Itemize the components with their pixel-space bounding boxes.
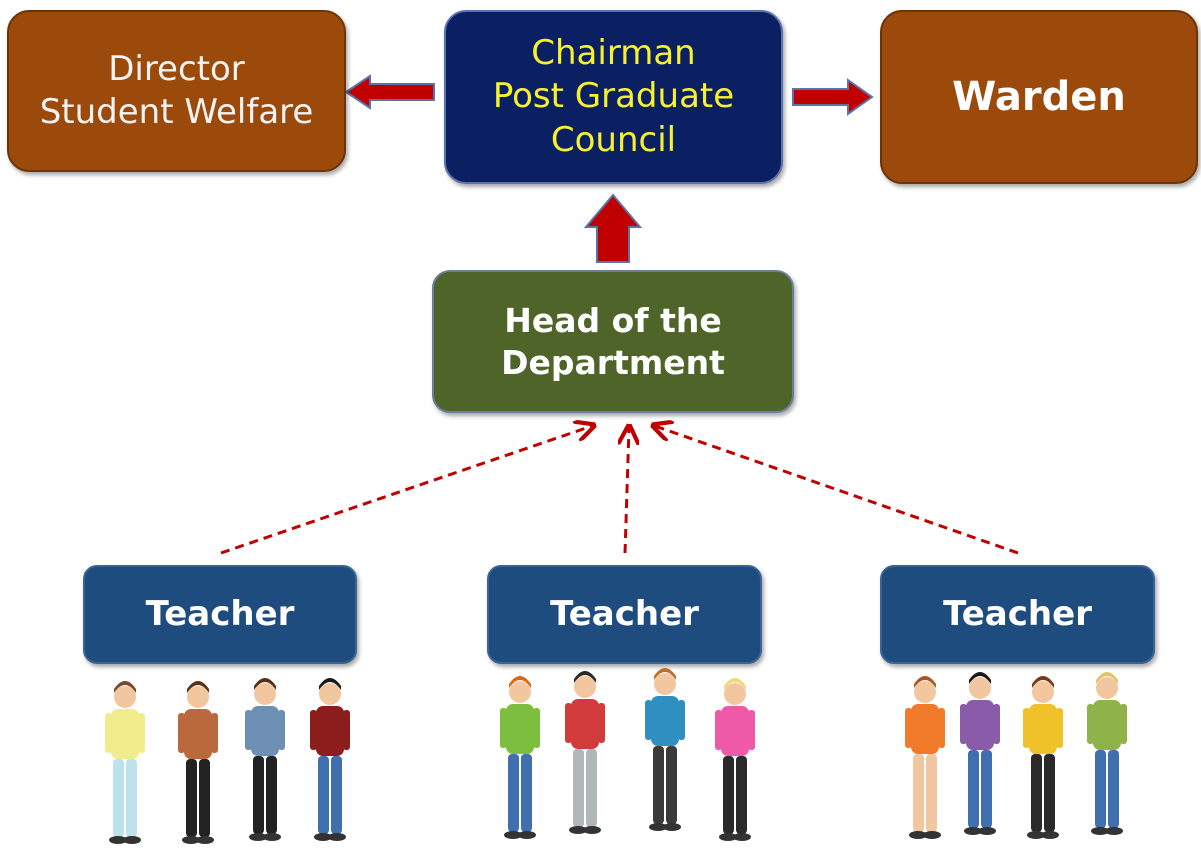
- dashed-arrow-teacher-3: [655, 426, 1019, 555]
- student-group-2: [500, 668, 755, 841]
- arrow-to-warden: [792, 78, 874, 116]
- teacher-label: Teacher: [550, 593, 699, 634]
- director-box: Director Student Welfare: [7, 10, 346, 172]
- teacher-label: Teacher: [943, 593, 1092, 634]
- dashed-arrow-teacher-2: [625, 428, 629, 554]
- student-group-1: [105, 678, 350, 844]
- warden-label: Warden: [952, 73, 1126, 120]
- student-group-3: [905, 672, 1127, 839]
- teacher-box-1: Teacher: [83, 565, 357, 664]
- arrow-to-chairman: [583, 193, 643, 263]
- teacher-label: Teacher: [145, 593, 295, 634]
- dashed-arrow-teacher-1: [220, 426, 592, 555]
- teacher-box-3: Teacher: [880, 565, 1155, 664]
- chairman-label: Chairman Post Graduate Council: [492, 33, 735, 160]
- arrow-to-director: [344, 74, 435, 110]
- warden-box: Warden: [880, 10, 1198, 184]
- chairman-box: Chairman Post Graduate Council: [444, 10, 783, 184]
- head-of-department-box: Head of the Department: [432, 270, 794, 413]
- teacher-box-2: Teacher: [487, 565, 762, 664]
- hod-label: Head of the Department: [501, 300, 725, 382]
- director-label: Director Student Welfare: [39, 48, 314, 132]
